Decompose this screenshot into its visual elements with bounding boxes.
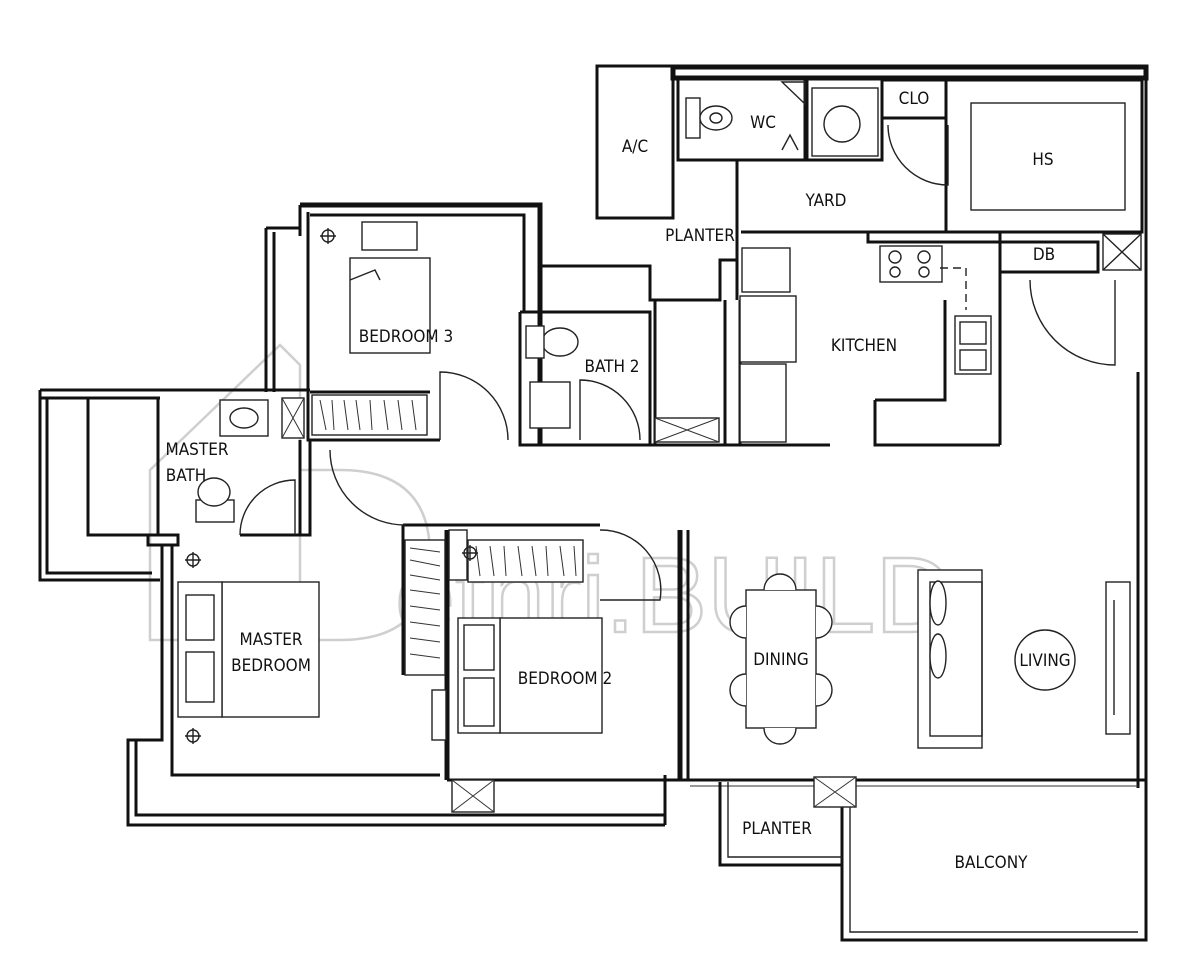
master-bath-door bbox=[239, 479, 296, 536]
toilet-icon bbox=[685, 97, 701, 139]
label-balcony: BALCONY bbox=[955, 853, 1029, 873]
chair-icon bbox=[815, 673, 833, 707]
wardrobe-bedroom2-b bbox=[467, 539, 584, 583]
wardrobe-bedroom2-a bbox=[404, 539, 446, 676]
label-ac: A/C bbox=[622, 137, 648, 157]
walls bbox=[38, 64, 1149, 942]
label-living: LIVING bbox=[1019, 651, 1070, 671]
label-master-bath-1: MASTER bbox=[166, 440, 229, 460]
label-kitchen: KITCHEN bbox=[831, 336, 897, 356]
label-yard: YARD bbox=[805, 191, 847, 211]
chair-icon bbox=[763, 573, 797, 591]
label-wc: WC bbox=[750, 113, 776, 133]
entrance-door bbox=[1029, 279, 1116, 366]
bedroom2-door bbox=[599, 529, 662, 601]
sink-icon bbox=[954, 315, 992, 375]
corridor-door bbox=[329, 449, 406, 526]
master-bed-icon bbox=[221, 581, 320, 718]
fixtures bbox=[177, 81, 1131, 813]
label-bedroom3: BEDROOM 3 bbox=[359, 327, 453, 347]
bedroom3-door bbox=[439, 371, 509, 441]
label-master-bedroom-2: BEDROOM bbox=[231, 656, 311, 676]
hs-door bbox=[887, 124, 949, 186]
chair-icon bbox=[763, 727, 797, 745]
label-bedroom2: BEDROOM 2 bbox=[518, 669, 612, 689]
sofa-icon bbox=[917, 569, 983, 749]
coffee-table-icon bbox=[1014, 629, 1076, 691]
chair-icon bbox=[729, 605, 747, 639]
label-planter-top: PLANTER bbox=[665, 226, 735, 246]
tv-console-icon bbox=[1105, 581, 1131, 735]
washing-machine-icon bbox=[811, 87, 879, 157]
wardrobe-bedroom3 bbox=[311, 394, 428, 436]
doors bbox=[239, 124, 1116, 601]
label-planter-bottom: PLANTER bbox=[742, 819, 812, 839]
fridge-icon bbox=[741, 247, 791, 293]
bed2-icon bbox=[499, 617, 603, 734]
label-master-bath-2: BATH bbox=[166, 466, 206, 486]
light-point-icon bbox=[185, 228, 478, 744]
hob-icon bbox=[879, 245, 943, 283]
label-hs: HS bbox=[1032, 150, 1053, 170]
label-master-bedroom-1: MASTER bbox=[240, 630, 303, 650]
chair-icon bbox=[815, 605, 833, 639]
toilet-bath2-icon bbox=[541, 327, 579, 357]
bed3-icon bbox=[349, 257, 431, 354]
label-bath2: BATH 2 bbox=[584, 357, 639, 377]
basin-icon bbox=[219, 399, 269, 437]
label-dining: DINING bbox=[753, 650, 809, 670]
label-db: DB bbox=[1033, 245, 1055, 265]
basin-bath2-icon bbox=[529, 381, 571, 429]
chair-icon bbox=[729, 673, 747, 707]
dining-table-icon bbox=[745, 589, 817, 729]
label-clo: CLO bbox=[899, 89, 930, 109]
room-labels: A/C WC CLO HS YARD PLANTER DB BEDROOM 3 … bbox=[166, 89, 1071, 873]
bath2-door bbox=[579, 379, 641, 441]
